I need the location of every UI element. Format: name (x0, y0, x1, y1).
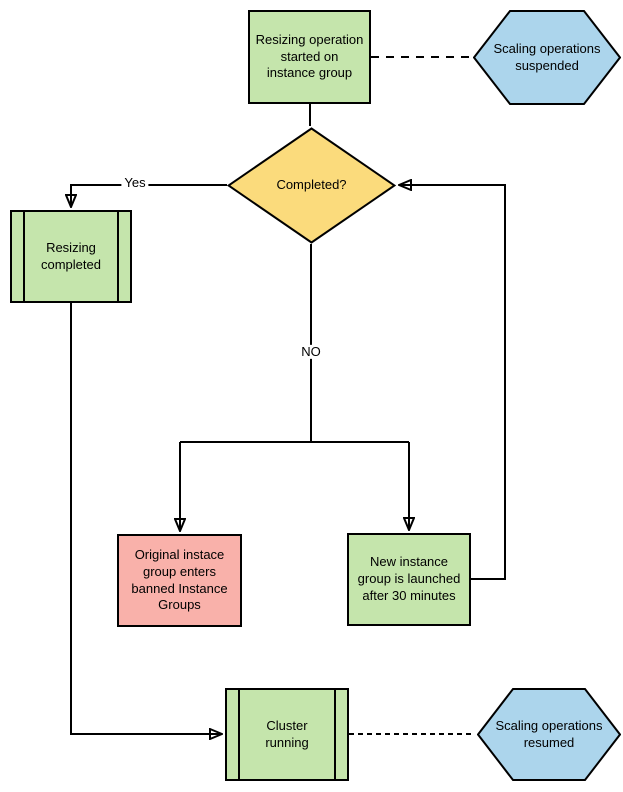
predefined-process-bar (23, 212, 25, 301)
edge-resizing-completed-to-cluster (70, 303, 221, 734)
edge-label-no: NO (298, 344, 324, 360)
node-banned-group: Original instace group enters banned Ins… (117, 534, 242, 627)
node-new-group: New instance group is launched after 30 … (347, 533, 471, 626)
edge-decision-yes-to-resizing-completed (71, 184, 227, 206)
node-new-group-label: New instance group is launched after 30 … (357, 554, 461, 603)
predefined-process-bar (334, 690, 336, 779)
node-suspended-hexagon: Scaling operations suspended (473, 10, 621, 105)
node-completed-decision: Completed? (227, 127, 396, 244)
predefined-process-bar (117, 212, 119, 301)
node-resumed-hexagon: Scaling operations resumed (477, 688, 621, 781)
node-cluster-running: Cluster running (225, 688, 349, 781)
hexagon-shape (473, 10, 621, 105)
node-resizing-completed: Resizing completed (10, 210, 132, 303)
node-resumed-label: Scaling operations resumed (495, 717, 603, 750)
node-suspended-label: Scaling operations suspended (493, 40, 601, 73)
edge-label-yes: Yes (121, 175, 149, 191)
node-cluster-running-label: Cluster running (265, 717, 309, 750)
edge-new-group-to-decision (400, 185, 506, 580)
node-banned-group-label: Original instace group enters banned Ins… (131, 546, 228, 613)
predefined-process-bar (238, 690, 240, 779)
node-resizing-completed-label: Resizing completed (41, 239, 101, 272)
node-start-label: Resizing operation started on instance g… (255, 31, 364, 81)
node-start-process: Resizing operation started on instance g… (248, 10, 371, 104)
node-completed-label: Completed? (276, 177, 347, 193)
hexagon-shape (477, 688, 621, 781)
diamond-shape (227, 127, 396, 244)
